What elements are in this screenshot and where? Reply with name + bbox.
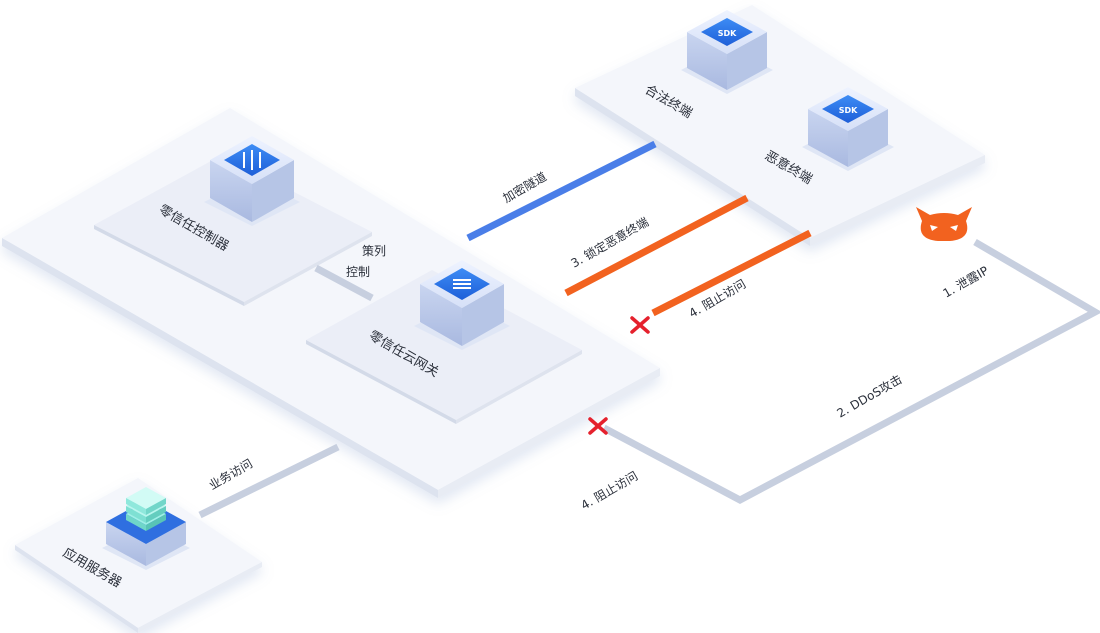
block-access-bottom-label: 4. 阻止访问 xyxy=(579,469,641,513)
cloud-gateway-icon xyxy=(453,279,471,289)
policy-control-label-2: 控制 xyxy=(346,265,370,279)
leak-ip-label: 1. 泄露IP xyxy=(941,263,991,300)
ddos-attack-path xyxy=(602,238,1100,504)
lock-malicious-line xyxy=(564,194,749,297)
policy-connector xyxy=(314,264,374,302)
terminals-platform xyxy=(575,5,985,246)
server-stack-icon xyxy=(126,487,166,531)
app-server-device xyxy=(102,487,190,570)
controller-platform xyxy=(94,155,372,306)
cross-icon xyxy=(588,417,608,435)
business-connector xyxy=(198,443,340,519)
malicious-terminal-device: SDK xyxy=(802,87,894,171)
gateway-device xyxy=(414,260,510,350)
sdk-badge: SDK xyxy=(718,29,737,38)
cross-icon xyxy=(630,316,650,334)
encrypted-tunnel-line xyxy=(466,140,657,242)
business-access-label: 业务访问 xyxy=(206,456,255,493)
legit-terminal-device: SDK xyxy=(681,10,773,94)
devil-cat-icon xyxy=(916,207,972,241)
sdk-badge: SDK xyxy=(839,106,858,115)
gateway-platform xyxy=(306,270,582,424)
block-access-top-line xyxy=(651,229,812,317)
lock-malicious-label: 3. 锁定恶意终端 xyxy=(568,214,651,271)
main-platform xyxy=(2,108,660,498)
policy-control-label-1: 策列 xyxy=(362,244,386,258)
controller-device xyxy=(204,136,300,226)
controller-sliders-icon xyxy=(243,150,261,170)
ddos-label: 2. DDoS攻击 xyxy=(835,372,905,420)
